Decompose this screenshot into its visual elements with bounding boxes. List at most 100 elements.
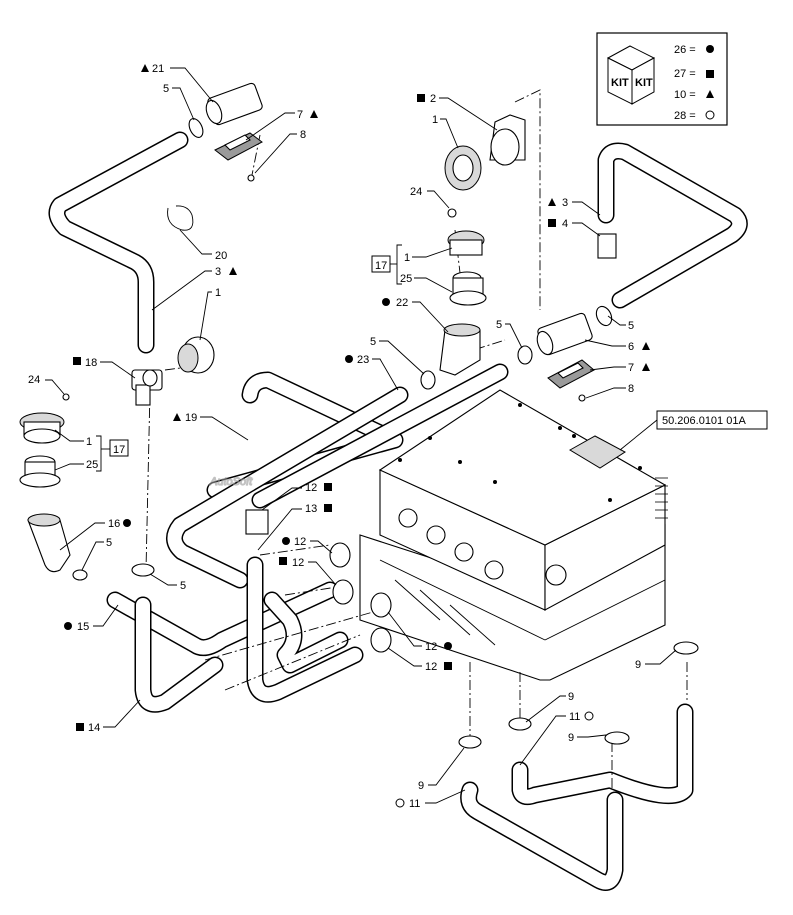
callout-1a: 1 xyxy=(215,287,221,299)
part-25-adapter-left xyxy=(19,455,61,488)
hose-19 xyxy=(206,371,404,499)
callout-9d: 9 xyxy=(418,780,424,792)
part-25-adapter-center xyxy=(449,271,487,306)
part-24-screw-a xyxy=(62,393,70,401)
callout-19: 19 xyxy=(185,412,197,424)
callout-2: 2 xyxy=(430,93,436,105)
callout-16: 16 xyxy=(108,518,120,530)
kit-icon: KIT KIT xyxy=(606,45,656,105)
part-9-grommet-b xyxy=(508,717,532,731)
part-1-vent-right xyxy=(444,145,482,191)
legend-row-26: 26 = xyxy=(674,44,696,56)
control-unit-box xyxy=(359,389,668,681)
part-8-screw-a xyxy=(247,174,255,182)
legend-row-27: 27 = xyxy=(674,68,696,80)
callout-4: 4 xyxy=(562,218,568,230)
legend-row-28: 28 = xyxy=(674,110,696,122)
hose-23 xyxy=(166,386,409,589)
hose-bottom-11 xyxy=(460,781,624,891)
part-7-clip-a xyxy=(214,132,263,161)
callout-5f: 5 xyxy=(628,320,634,332)
hose-top-right xyxy=(597,142,748,309)
part-6-valve xyxy=(536,312,593,356)
part-1-vent-center xyxy=(447,230,485,256)
callout-5d: 5 xyxy=(370,336,376,348)
callout-8b: 8 xyxy=(628,383,634,395)
callout-5c: 5 xyxy=(180,580,186,592)
callout-11a: 11 xyxy=(569,711,580,723)
callout-9c: 9 xyxy=(568,732,574,744)
callouts: 21 5 7 8 20 3 1 18 24 1 25 17 16 5 5 xyxy=(28,63,677,810)
callout-23: 23 xyxy=(357,354,369,366)
part-5-ring-c xyxy=(131,563,155,577)
part-2-elbow xyxy=(489,114,526,166)
callout-12c: 12 xyxy=(292,557,304,569)
callout-8a: 8 xyxy=(300,129,306,141)
part-9-grommet-d xyxy=(458,735,482,749)
callout-14: 14 xyxy=(88,722,100,734)
callout-1c: 1 xyxy=(432,114,438,126)
part-12-sleeve-b xyxy=(329,542,351,568)
callout-6: 6 xyxy=(628,341,634,353)
part-16-elbow xyxy=(27,513,71,573)
part-20-circlip xyxy=(167,205,194,231)
callout-17a: 17 xyxy=(113,444,125,456)
part-5-ring-a xyxy=(188,118,204,138)
callout-21: 21 xyxy=(152,63,164,75)
callout-9a: 9 xyxy=(635,659,641,671)
part-24-screw-b xyxy=(447,208,457,218)
callout-24a: 24 xyxy=(28,374,40,386)
callout-25b: 25 xyxy=(400,273,412,285)
hose-14 xyxy=(134,596,224,713)
reference-box: 50.206.0101 01A xyxy=(619,410,768,451)
callout-11b: 11 xyxy=(409,798,420,810)
callout-1d: 1 xyxy=(404,252,410,264)
part-8-screw-b xyxy=(578,394,586,402)
callout-9b: 9 xyxy=(568,691,574,703)
part-9-grommet-a xyxy=(673,641,699,655)
kit-label-right: KIT xyxy=(635,77,653,89)
hose-top-left xyxy=(48,131,189,354)
part-12-sleeve-a xyxy=(245,509,269,535)
callout-20: 20 xyxy=(215,250,227,262)
part-9-grommet-c xyxy=(604,731,630,745)
kit-legend: KIT KIT 26 = 27 = 10 = 28 = xyxy=(596,32,728,126)
callout-12d: 12 xyxy=(425,641,437,653)
part-5-ring-d xyxy=(420,370,436,390)
part-5-ring-f xyxy=(595,305,613,327)
hose-mid xyxy=(251,363,509,509)
watermark: AutoSoft xyxy=(209,476,253,488)
callout-13: 13 xyxy=(305,503,317,515)
callout-17b: 17 xyxy=(375,260,387,272)
part-5-ring-b xyxy=(72,569,88,581)
part-1-elbow-a xyxy=(177,336,215,374)
callout-5e: 5 xyxy=(496,319,502,331)
hose-bottom-right xyxy=(511,703,694,806)
kit-label-left: KIT xyxy=(611,77,629,89)
reference-label: 50.206.0101 01A xyxy=(662,415,746,427)
part-12-sleeve-d xyxy=(370,592,392,618)
callout-5a: 5 xyxy=(163,83,169,95)
callout-3b: 3 xyxy=(562,197,568,209)
part-12-sleeve-e xyxy=(370,627,392,653)
callout-18: 18 xyxy=(85,357,97,369)
part-18-tee xyxy=(131,369,163,406)
part-1-vent-left xyxy=(19,412,65,444)
callout-12a: 12 xyxy=(305,482,317,494)
callout-22: 22 xyxy=(396,297,408,309)
callout-5b: 5 xyxy=(106,537,112,549)
part-22-elbow xyxy=(439,323,481,376)
part-21-valve xyxy=(205,82,263,126)
callout-24b: 24 xyxy=(410,186,422,198)
part-4-sleeve xyxy=(597,233,617,259)
callout-3a: 3 xyxy=(215,266,221,278)
legend-row-10: 10 = xyxy=(674,89,696,101)
hose-12 xyxy=(263,591,349,674)
hose-15 xyxy=(106,581,339,657)
callout-15: 15 xyxy=(77,621,89,633)
part-12-sleeve-c xyxy=(332,579,354,605)
callout-7a: 7 xyxy=(297,109,303,121)
callout-12b: 12 xyxy=(294,536,306,548)
callout-12e: 12 xyxy=(425,661,437,673)
